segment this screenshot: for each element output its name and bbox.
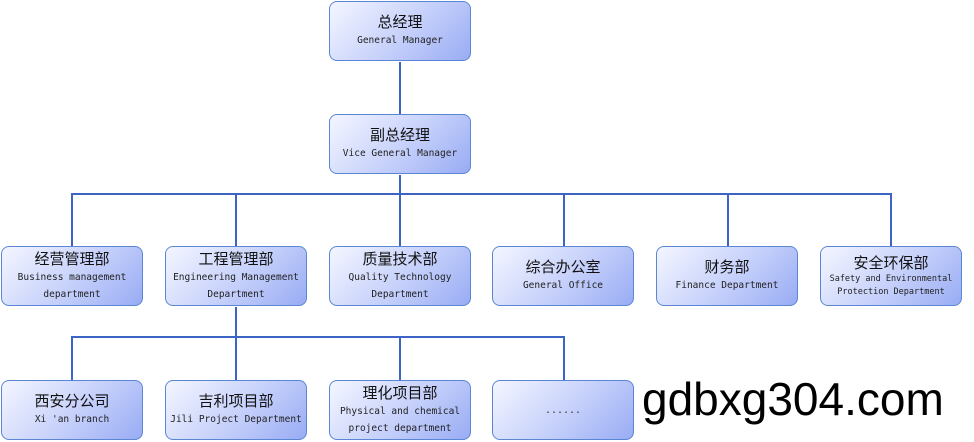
node-department: 综合办公室 General Office — [492, 246, 634, 306]
node-title: 安全环保部 — [853, 253, 929, 272]
node-title: 工程管理部 — [198, 249, 274, 268]
node-project: 西安分公司 Xi 'an branch — [1, 380, 143, 440]
node-subtitle: ...... — [544, 404, 582, 416]
node-general-manager: 总经理 General Manager — [329, 1, 471, 61]
node-subtitle: Engineering Management Department — [173, 271, 299, 300]
connector — [727, 193, 729, 246]
watermark: gdbxg304.com — [642, 373, 944, 425]
connector — [563, 193, 565, 246]
node-department: 质量技术部 Quality Technology Department — [329, 246, 471, 306]
node-title: 副总经理 — [369, 126, 430, 144]
node-department: 工程管理部 Engineering Management Department — [165, 246, 307, 306]
node-subtitle: General Office — [522, 280, 604, 291]
node-subtitle: Safety and Environmental Protection Depa… — [829, 273, 953, 297]
connector — [71, 193, 73, 246]
node-title: 综合办公室 — [525, 258, 601, 276]
node-subtitle: Finance Department — [675, 280, 779, 291]
connector — [235, 336, 237, 380]
node-subtitle: Quality Technology Department — [348, 271, 452, 300]
node-project-more: ...... — [492, 380, 634, 440]
connector — [399, 62, 401, 114]
node-title: 吉利项目部 — [198, 392, 274, 410]
node-title: 西安分公司 — [34, 392, 110, 410]
node-title: 经营管理部 — [34, 249, 110, 268]
connector — [399, 336, 401, 380]
connector — [71, 193, 892, 195]
node-subtitle: Jili Project Department — [170, 414, 302, 425]
connector — [235, 307, 237, 337]
node-subtitle: Physical and chemical project department — [339, 405, 461, 434]
node-department: 经营管理部 Business management department — [1, 246, 143, 306]
node-subtitle: Business management department — [17, 271, 127, 300]
connector — [890, 193, 892, 246]
node-title: 质量技术部 — [362, 249, 438, 268]
node-title: 总经理 — [377, 13, 423, 31]
node-vice-general-manager: 副总经理 Vice General Manager — [329, 114, 471, 174]
node-title: 财务部 — [704, 258, 750, 276]
node-department: 财务部 Finance Department — [656, 246, 798, 306]
connector — [71, 336, 565, 338]
node-subtitle: General Manager — [357, 35, 443, 46]
node-project: 理化项目部 Physical and chemical project depar… — [329, 380, 471, 440]
connector — [235, 193, 237, 246]
connector — [563, 336, 565, 380]
node-project: 吉利项目部 Jili Project Department — [165, 380, 307, 440]
node-title: 理化项目部 — [362, 383, 438, 402]
connector — [399, 175, 401, 194]
node-subtitle: Xi 'an branch — [34, 414, 110, 425]
connector — [399, 193, 401, 246]
node-subtitle: Vice General Manager — [342, 148, 458, 159]
connector — [71, 336, 73, 380]
